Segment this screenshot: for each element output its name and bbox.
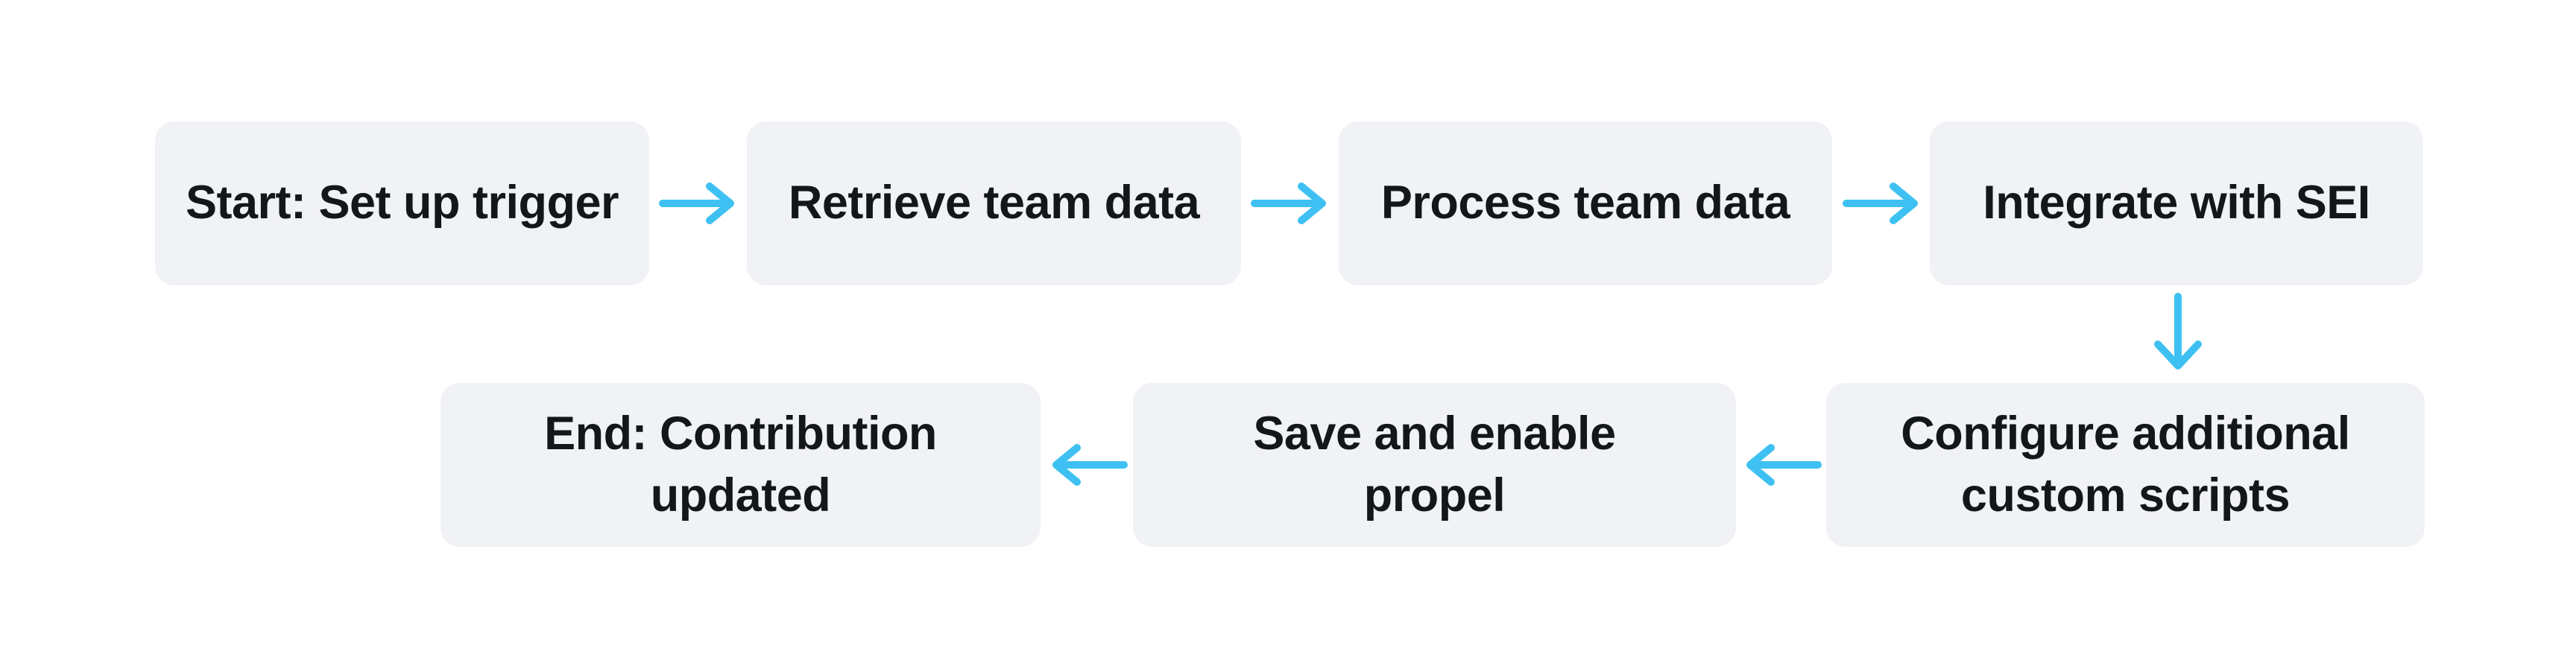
node-configure-additional-custom-scripts: Configure additional custom scripts	[1826, 383, 2425, 547]
node-label: Configure additional custom scripts	[1901, 407, 2350, 521]
node-label: Save and enable propel	[1253, 407, 1616, 521]
node-label: Integrate with SEI	[1983, 177, 2370, 229]
edge-configure-to-save	[1741, 441, 1823, 489]
node-label: Retrieve team data	[788, 177, 1200, 229]
arrow-left-icon	[1746, 444, 1822, 486]
node-integrate-with-sei: Integrate with SEI	[1930, 121, 2423, 285]
node-end-contribution-updated: End: Contribution updated	[441, 383, 1041, 547]
node-start-set-up-trigger: Start: Set up trigger	[155, 121, 649, 285]
edge-process-to-integrate	[1841, 180, 1923, 227]
node-label: End: Contribution updated	[544, 407, 937, 521]
edge-save-to-end	[1047, 441, 1129, 489]
node-retrieve-team-data: Retrieve team data	[747, 121, 1241, 285]
node-label: Start: Set up trigger	[185, 177, 619, 229]
edge-retrieve-to-process	[1249, 180, 1331, 227]
edge-integrate-to-configure	[2154, 292, 2202, 375]
node-process-team-data: Process team data	[1339, 121, 1832, 285]
node-save-and-enable-propel: Save and enable propel	[1133, 383, 1736, 547]
edge-start-to-retrieve	[657, 180, 739, 227]
arrow-left-icon	[1052, 444, 1128, 486]
arrow-right-icon	[1843, 183, 1918, 224]
arrow-right-icon	[659, 183, 734, 224]
node-label: Process team data	[1380, 177, 1790, 229]
arrow-down-icon	[2154, 293, 2202, 370]
arrow-right-icon	[1251, 183, 1326, 224]
